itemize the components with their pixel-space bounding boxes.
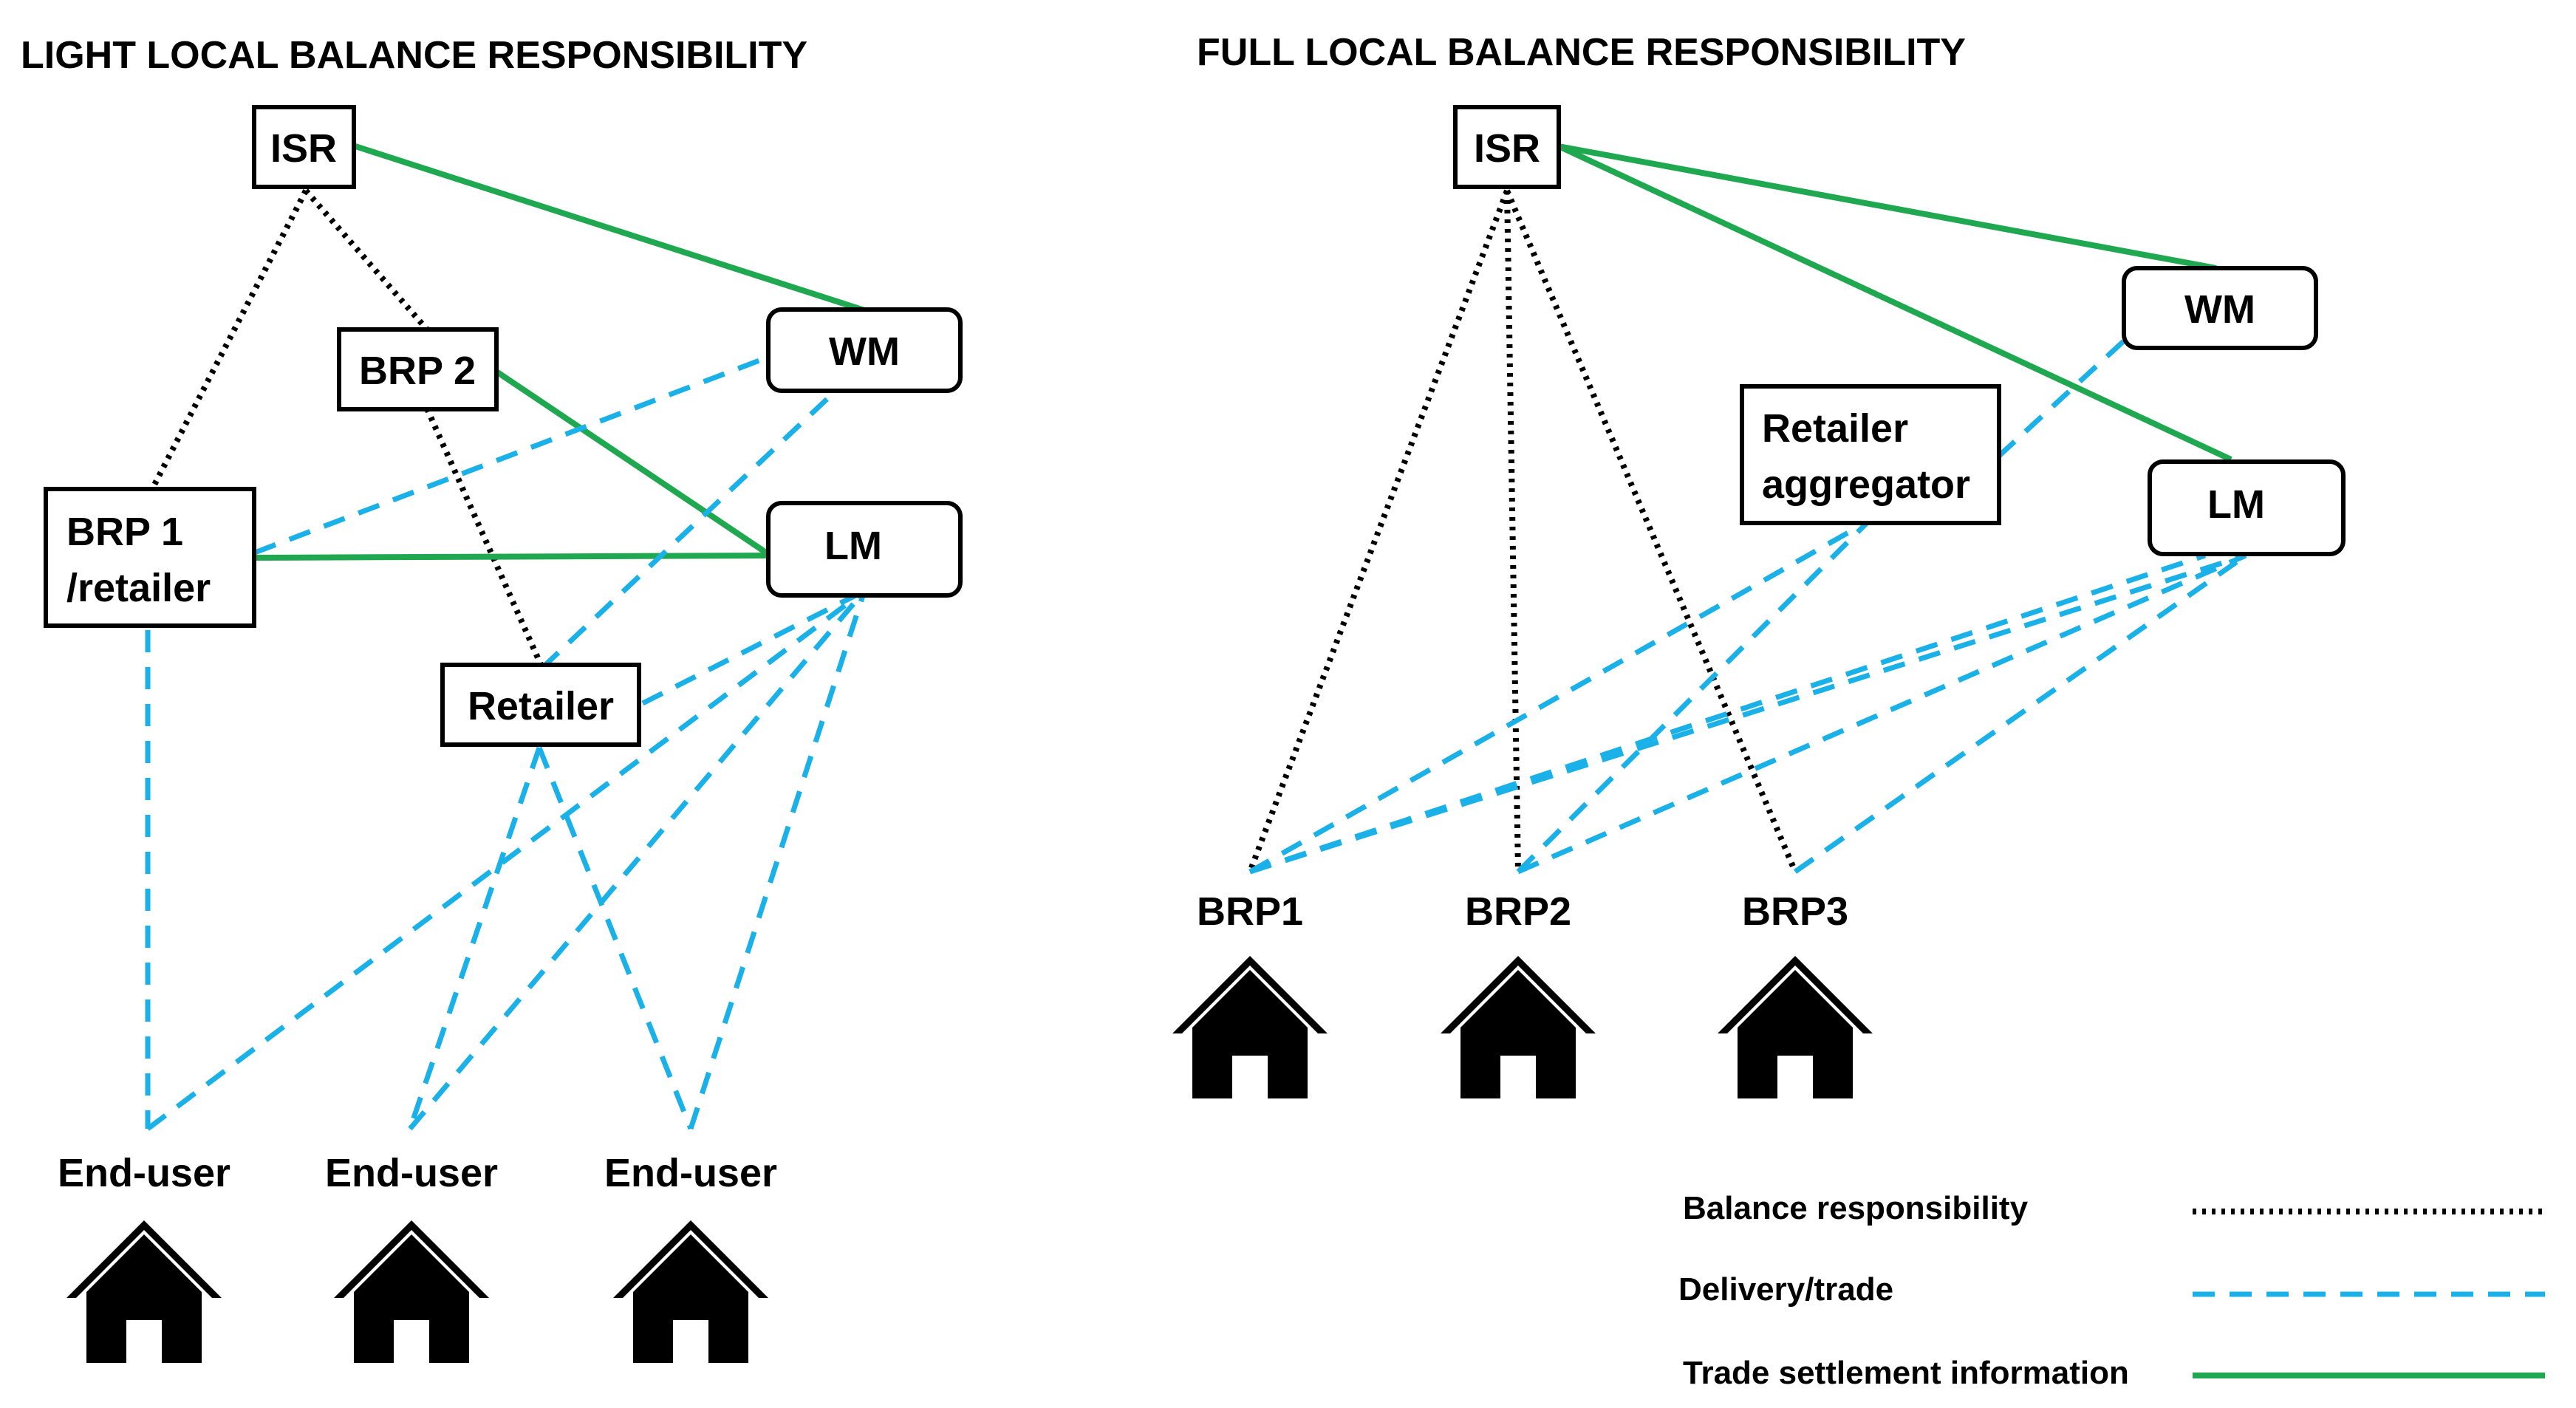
left-panel-title: LIGHT LOCAL BALANCE RESPONSIBILITY	[21, 34, 807, 77]
line-retailer-wm	[540, 393, 833, 670]
line-isr-wm	[352, 143, 866, 313]
line-enduser3-lm	[688, 589, 867, 1130]
left-wm-label: WM	[829, 329, 900, 374]
line-isr-brp2	[1504, 190, 1521, 872]
left-isr-node: ISR	[252, 105, 356, 189]
line-isr-brp1	[1247, 189, 1510, 873]
left-brp1-label-line1: BRP 1	[66, 510, 183, 554]
left-wm-node: WM	[766, 307, 963, 393]
line-isr-lm	[1557, 143, 2232, 462]
left-lm-label: LM	[824, 524, 882, 568]
house-icon	[66, 1220, 222, 1363]
line-isr-brp1	[148, 189, 309, 492]
left-settlement-lines	[254, 143, 866, 561]
left-delivery-lines	[145, 346, 867, 1131]
brp2-label: BRP2	[1465, 889, 1571, 934]
right-wm-label: WM	[2184, 287, 2255, 332]
right-settlement-lines	[1557, 143, 2232, 462]
house-icon	[1718, 956, 1873, 1098]
line-enduser2-lm	[408, 589, 867, 1131]
end-user-3-label: End-user	[604, 1151, 777, 1195]
house-icon	[1172, 956, 1328, 1098]
left-retailer-label: Retailer	[468, 684, 614, 728]
line-isr-brp3	[1504, 189, 1798, 873]
line-retailer-lm	[641, 588, 866, 706]
line-isr-wm	[1558, 143, 2217, 271]
right-isr-node: ISR	[1453, 105, 1561, 189]
left-lm-node: LM	[766, 501, 963, 598]
left-brp1-label-line2: /retailer	[66, 566, 211, 610]
right-balance-lines	[1247, 189, 1798, 873]
left-retailer-node: Retailer	[440, 663, 641, 747]
left-brp2-label: BRP 2	[359, 349, 476, 393]
line-enduser1-lm	[146, 589, 867, 1131]
left-brp2-node: BRP 2	[337, 327, 499, 411]
right-aggregator-label-line1: Retailer	[1762, 406, 1908, 451]
house-icon	[613, 1220, 768, 1363]
right-aggregator-label-line2: aggregator	[1762, 462, 1970, 507]
brp3-label: BRP3	[1742, 889, 1848, 934]
house-icon	[1441, 956, 1596, 1098]
right-lm-node: LM	[2148, 459, 2346, 556]
right-wm-node: WM	[2122, 266, 2318, 350]
house-icon	[334, 1220, 489, 1363]
line-brp1-lm-b	[1248, 553, 2247, 875]
right-panel-title: FULL LOCAL BALANCE RESPONSIBILITY	[1197, 31, 1966, 74]
left-brp1-node: BRP 1 /retailer	[44, 487, 256, 628]
end-user-1-label: End-user	[58, 1151, 230, 1195]
line-retailer-enduser2	[407, 746, 542, 1130]
line-brp1-wm	[253, 346, 792, 556]
left-balance-lines	[148, 188, 545, 669]
line-brp2-lm	[494, 369, 771, 557]
line-isr-brp2	[303, 188, 430, 332]
legend-label-balance: Balance responsibility	[1683, 1190, 2029, 1226]
line-retailer-enduser3	[536, 746, 694, 1130]
legend-label-settlement: Trade settlement information	[1683, 1355, 2129, 1391]
right-aggregator-node: Retailer aggregator	[1740, 384, 2001, 525]
line-brp2-lm	[1517, 553, 2247, 875]
right-isr-label: ISR	[1474, 126, 1540, 171]
line-brp1-aggregator	[1248, 518, 1870, 875]
line-brp1-lm	[254, 553, 769, 561]
right-lm-label: LM	[2207, 482, 2265, 527]
end-user-2-label: End-user	[325, 1151, 498, 1195]
line-brp2-aggregator	[1516, 519, 1871, 874]
right-delivery-lines	[1248, 308, 2248, 875]
line-brp2-retailer	[424, 407, 545, 669]
line-brp3-lm	[1793, 553, 2248, 874]
legend: Balance responsibility Delivery/trade Tr…	[1678, 1190, 2545, 1391]
left-isr-label: ISR	[270, 126, 337, 171]
legend-label-delivery: Delivery/trade	[1678, 1271, 1893, 1308]
brp1-label: BRP1	[1197, 889, 1303, 934]
